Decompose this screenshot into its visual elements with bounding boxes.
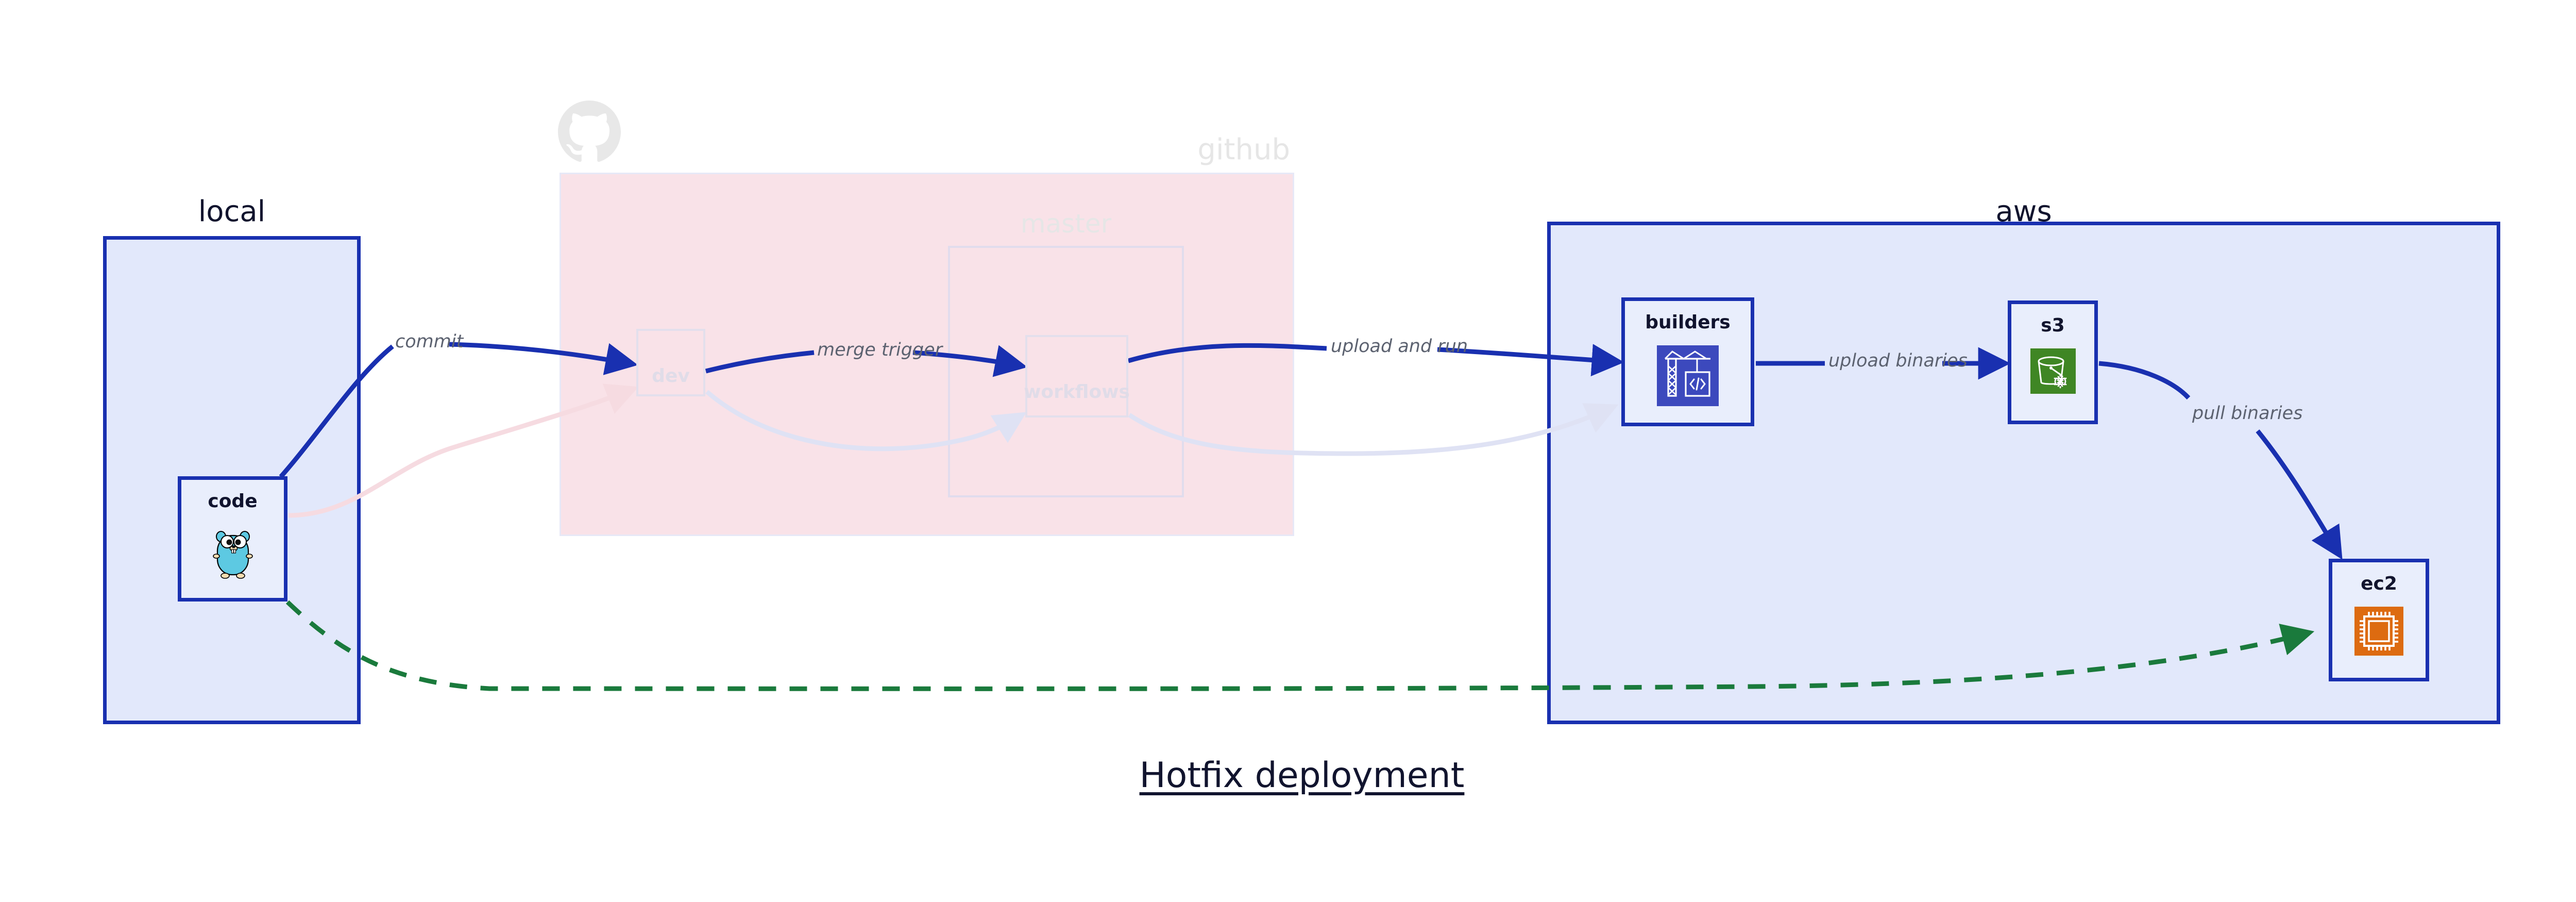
node-dev[interactable]: dev — [636, 329, 705, 396]
node-s3-label: s3 — [2041, 315, 2065, 336]
edge-merge-trigger-tail — [912, 345, 1028, 377]
edge-pull-binaries-tail — [2256, 429, 2343, 560]
node-workflows[interactable]: workflows — [1024, 335, 1130, 417]
node-code-label: code — [208, 491, 258, 512]
node-workflows-label: workflows — [1024, 381, 1130, 403]
aws-codebuild-icon — [1657, 345, 1719, 408]
diagram-caption: Hotfix deployment — [1139, 755, 1465, 796]
edge-pull-binaries-head — [2098, 361, 2191, 400]
group-boundary-master — [948, 246, 1184, 497]
edge-ghost-code-dev — [288, 383, 639, 518]
edge-merge-trigger-head — [705, 350, 815, 374]
node-code[interactable]: code — [178, 476, 287, 602]
node-s3[interactable]: s3 — [2008, 300, 2098, 424]
github-octocat-icon — [558, 101, 621, 163]
node-builders[interactable]: builders — [1621, 297, 1754, 426]
edge-commit — [279, 344, 394, 478]
node-ec2-label: ec2 — [2361, 573, 2397, 594]
edge-upload-and-run-tail — [1437, 344, 1624, 377]
edge-ghost-workflows-builders — [1128, 403, 1619, 456]
edge-hotfix-direct — [285, 600, 2315, 691]
node-ec2[interactable]: ec2 — [2329, 559, 2429, 681]
aws-ec2-icon — [2354, 607, 2403, 658]
aws-s3-glacier-icon — [2030, 348, 2076, 396]
edge-upload-and-run-head — [1127, 343, 1327, 363]
edge-commit-tail — [449, 342, 638, 375]
node-builders-label: builders — [1645, 312, 1731, 333]
go-gopher-icon — [209, 524, 257, 583]
node-dev-label: dev — [652, 365, 690, 387]
edge-ghost-dev-workflows — [705, 390, 1027, 452]
